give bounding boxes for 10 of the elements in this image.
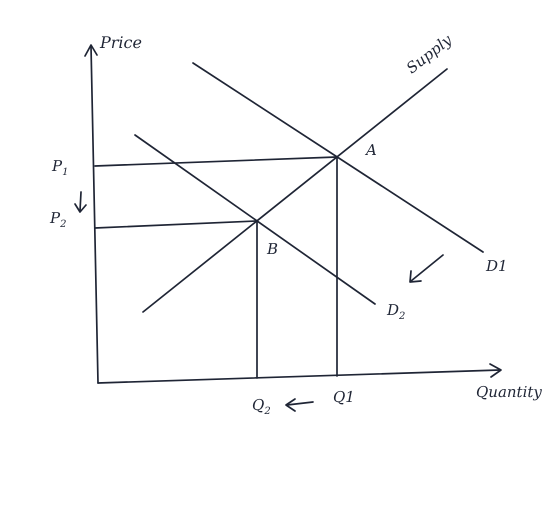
axis-label: Quantity	[476, 384, 542, 400]
quantity-label: Q1	[333, 389, 355, 406]
curve-label: D$_{2}$	[387, 302, 406, 322]
price-label: P$_{1}$	[52, 158, 68, 178]
point-label: A	[366, 142, 377, 158]
point-label: B	[267, 241, 278, 258]
axis-label: Price	[100, 34, 142, 52]
quantity-label: Q$_{2}$	[252, 397, 271, 417]
price-label: P$_{2}$	[50, 210, 66, 230]
curve-label: D1	[486, 258, 508, 274]
